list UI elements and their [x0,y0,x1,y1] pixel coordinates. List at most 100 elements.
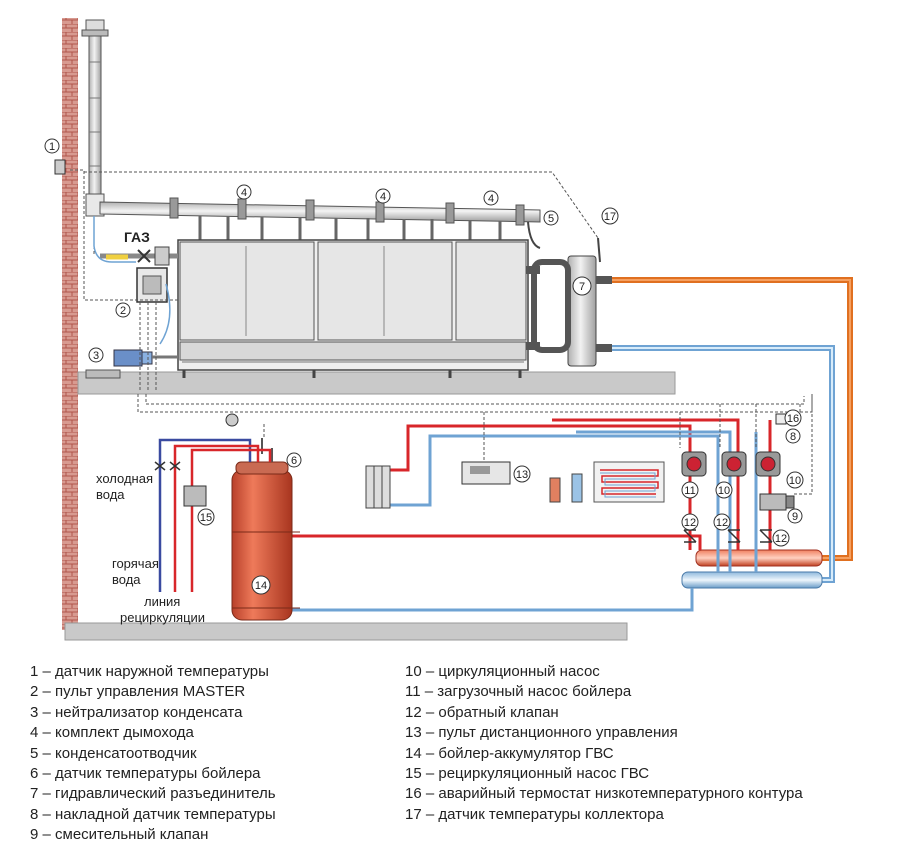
ground-floor [64,622,628,641]
marker-7: 7 [572,276,592,296]
legend-item: 14 – бойлер-аккумулятор ГВС [405,744,614,762]
dhw-storage-tank [231,438,300,621]
underfloor-heating [549,461,665,503]
recirc-label-2: рециркуляции [120,610,205,625]
sensor-cable-2 [159,283,171,345]
chimney [81,19,109,217]
legend-item: 3 – нейтрализатор конденсата [30,703,243,721]
hot-collector [695,549,823,567]
cold-collector [681,571,823,589]
svg-text:1: 1 [49,141,55,153]
legend-item: 4 – комплект дымохода [30,724,194,742]
flue-pipe [99,197,541,249]
cold-water-label-1: холодная [96,471,153,486]
legend-item: 11 – загрузочный насос бойлера [405,683,632,701]
marker-12b: 12 [713,513,731,531]
hot-water-label-1: горячая [112,556,159,571]
marker-5: 5 [543,210,559,226]
gas-label: ГАЗ [124,229,150,245]
legend-item: 9 – смесительный клапан [30,826,209,844]
marker-10a: 10 [715,481,733,499]
legend-item: 6 – датчик температуры бойлера [30,765,261,783]
svg-text:11: 11 [684,485,695,497]
svg-text:3: 3 [93,350,99,362]
brick-wall [62,18,78,630]
svg-text:2: 2 [120,305,126,317]
dhw-valves [154,461,181,471]
marker-4b: 4 [375,188,391,204]
legend-item: 7 – гидравлический разъединитель [30,785,276,803]
condensate-neutralizer [85,349,178,379]
recirculation-pump [183,485,207,507]
primary-supply-pipe-inner [612,279,851,559]
marker-12c: 12 [772,529,790,547]
svg-text:5: 5 [548,213,554,225]
radiator [365,465,391,509]
dhw-lines [158,438,272,592]
svg-text:15: 15 [200,512,212,524]
marker-16: 16 [784,409,802,427]
svg-text:6: 6 [291,455,297,467]
svg-text:12: 12 [775,533,787,545]
legend-item: 13 – пульт дистанционного управления [405,724,678,742]
hot-water-label-2: вода [112,572,141,587]
legend-item: 2 – пульт управления MASTER [30,683,246,701]
cold-distribution-pipes [290,430,758,612]
marker-14: 14 [251,575,271,595]
marker-12a: 12 [681,513,699,531]
outdoor-sensor [54,159,66,175]
svg-text:16: 16 [787,413,799,425]
marker-6: 6 [286,452,302,468]
boiler-floor [77,371,676,395]
svg-text:7: 7 [579,281,585,293]
svg-text:12: 12 [684,517,696,529]
svg-text:4: 4 [241,187,247,199]
legend-right-column: 10 – циркуляционный насос 11 – загрузочн… [405,662,803,825]
legend-item: 5 – конденсатоотводчик [30,744,197,762]
marker-4c: 4 [483,190,499,206]
marker-17: 17 [601,207,619,225]
emergency-thermostat [775,413,787,425]
hot-distribution-pipes [290,418,772,550]
heating-scheme-diagram: ГАЗ холодная вода горячая вода линия рец… [44,18,853,641]
marker-4a: 4 [236,184,252,200]
pump-11 [681,451,707,477]
marker-8: 8 [785,428,801,444]
pump-10b [755,451,781,477]
legend-item: 17 – датчик температуры коллектора [405,805,664,823]
legend-item: 12 – обратный клапан [405,703,559,721]
legend-item: 15 – рециркуляционный насос ГВС [405,765,650,783]
svg-text:13: 13 [516,469,528,481]
primary-return-pipe-inner [612,347,833,581]
marker-2: 2 [115,302,131,318]
cold-water-label-2: вода [96,487,125,502]
svg-text:4: 4 [488,193,494,205]
svg-text:4: 4 [380,191,386,203]
svg-text:14: 14 [255,580,267,592]
marker-9: 9 [787,508,803,524]
svg-text:8: 8 [790,431,796,443]
sensor-cable [93,216,136,263]
legend-item: 10 – циркуляционный насос [405,663,600,680]
hydraulic-separator [526,237,612,367]
marker-1: 1 [44,138,60,154]
marker-15: 15 [197,508,215,526]
gas-line [100,246,178,266]
svg-text:10: 10 [718,485,730,497]
svg-text:10: 10 [789,475,801,487]
legend-item: 16 – аварийный термостат низкотемператур… [405,785,803,803]
legend-item: 1 – датчик наружной температуры [30,663,269,680]
marker-10b: 10 [786,471,804,489]
marker-3: 3 [88,347,104,363]
svg-text:17: 17 [604,211,616,223]
marker-13: 13 [513,465,531,483]
legend-left-column: 1 – датчик наружной температуры 2 – пуль… [30,662,276,846]
marker-11: 11 [681,481,699,499]
svg-text:9: 9 [792,511,798,523]
control-wiring [70,169,813,495]
mixing-valve [759,493,795,511]
pump-10a [721,451,747,477]
recirc-label-1: линия [144,594,180,609]
svg-text:12: 12 [716,517,728,529]
legend-item: 8 – накладной датчик температуры [30,805,276,823]
